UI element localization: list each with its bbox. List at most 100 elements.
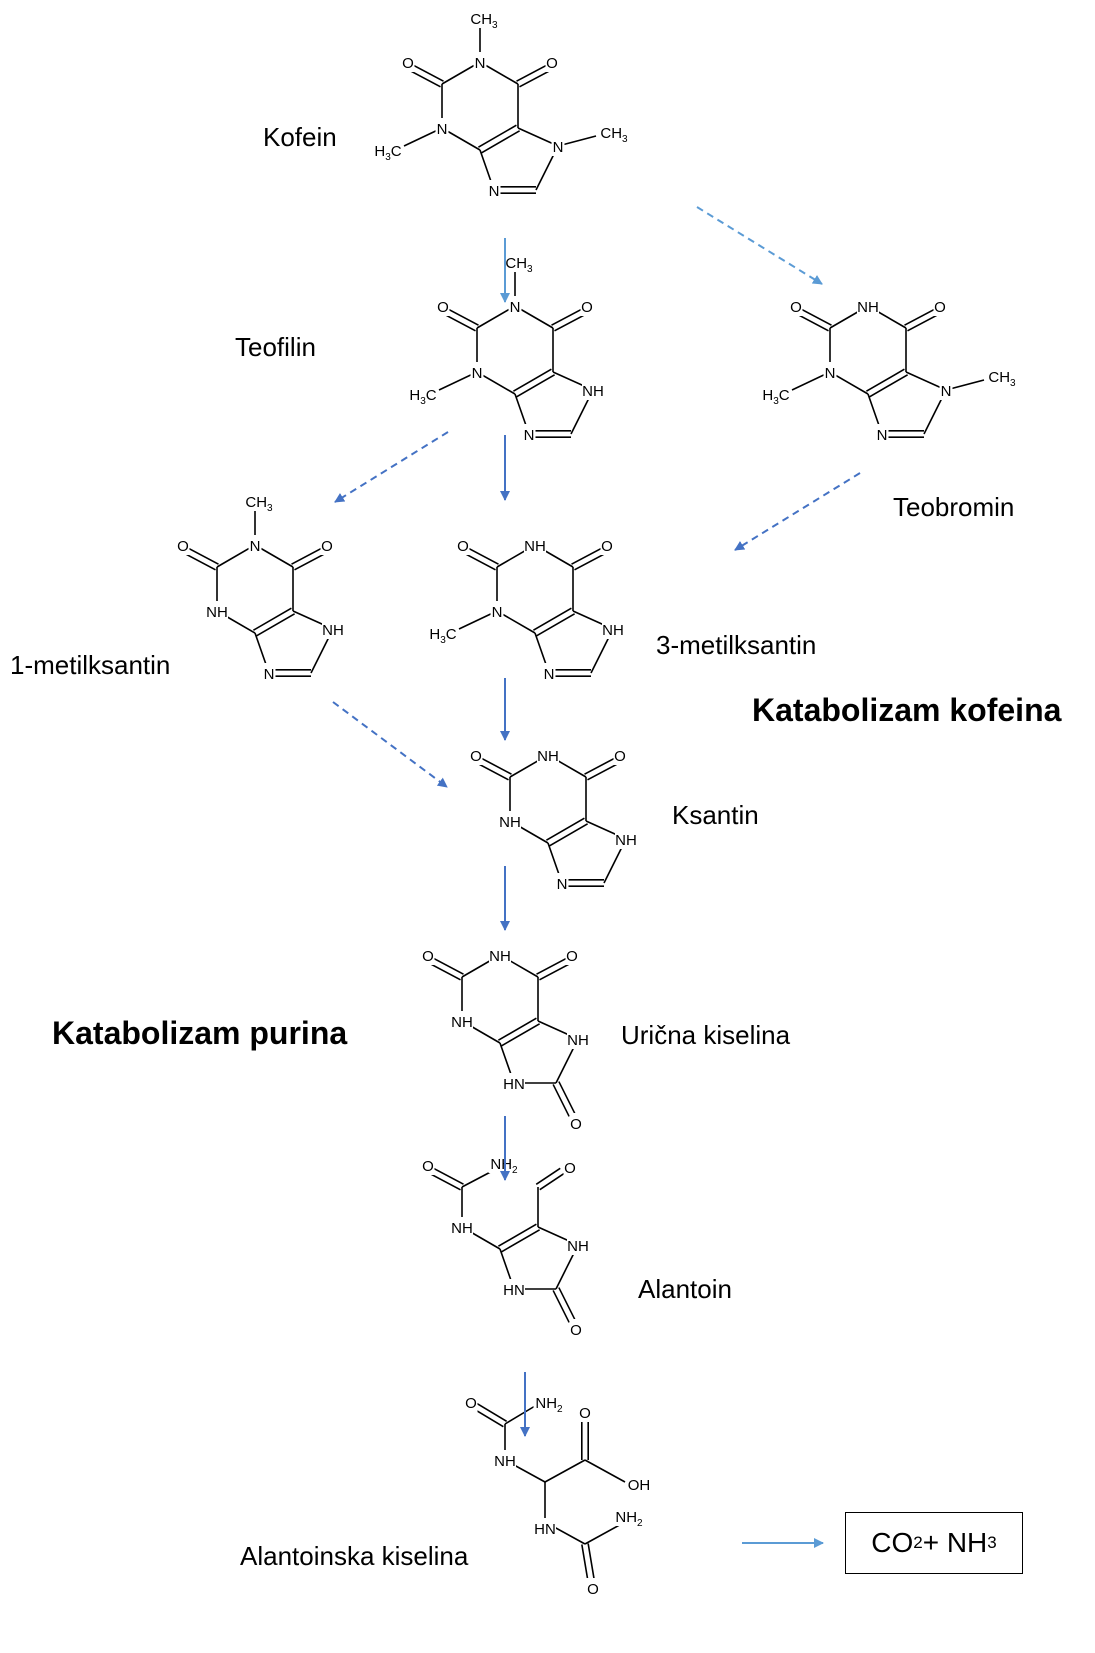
double-bond-line [184,545,219,565]
atom-label-subscript: 3 [622,134,628,145]
atom-label-bg [555,873,569,893]
atom-label: O [470,748,482,765]
atom-label: O [564,1160,576,1177]
atom-label: H3C [762,387,789,407]
atom-label-bg [401,52,415,72]
atom-label: HN [503,1282,525,1299]
atom-label-bg [427,623,459,643]
double-bond-line [587,1543,595,1580]
double-bond-line [532,607,572,631]
atom-label-subscript: 3 [527,264,533,275]
atom-label: N [544,666,555,683]
atom-label-bg [503,1279,525,1299]
bond-line [584,1459,626,1483]
atom-label: CH3 [470,11,498,31]
bond-line [905,371,947,391]
atom-label-bg [567,1235,589,1255]
atom-label-bg [456,535,470,555]
atom-label-bg [789,296,803,316]
atom-label: O [437,299,449,316]
atom-label: N [264,666,275,683]
atom-label: NH [322,622,344,639]
atom-label: O [422,948,434,965]
atom-label: N [941,383,952,400]
atom-label-bg [600,535,614,555]
atom-label-bg [522,424,536,444]
atom-label: NH2 [535,1395,563,1415]
atom-label: NH [524,538,546,555]
atom-label: N [510,299,521,316]
atom-label-bg [248,535,262,555]
atom-label: O [934,299,946,316]
atom-label: N [524,427,535,444]
atom-label-bg [857,296,879,316]
label-alantoin: Alantoin [638,1274,732,1304]
atom-label: O [402,55,414,72]
atom-label-bg [494,1450,516,1470]
atom-label-subscript: 3 [267,503,273,514]
atom-label-bg [578,1402,592,1422]
atom-label: N [825,365,836,382]
atom-label-bg [569,1113,583,1133]
atom-label-bg [499,811,521,831]
atom-label: O [790,299,802,316]
double-bond-line [516,62,551,82]
double-bond-line [444,306,479,326]
atom-label-bg [551,136,565,156]
atom-label-bg [598,122,630,142]
double-bond-line [797,306,832,326]
atom-label: O [465,1395,477,1412]
double-bond-line [536,613,576,637]
atom-label-bg [468,8,500,28]
arrow-teobromin-3-metilksantin [734,472,861,551]
label-uricna-kiselina: Urična kiselina [621,1020,791,1050]
atom-label-subscript: 2 [557,1404,563,1415]
atom-label-bg [508,296,522,316]
atom-label-bg [206,601,228,621]
double-bond-line [535,1167,561,1186]
label-1-metilksantin: 1-metilksantin [10,650,171,680]
atom-label: O [422,1158,434,1175]
atom-label: NH [206,604,228,621]
atom-label: O [581,299,593,316]
title-katabolizam-purina: Katabolizam purina [52,1015,348,1051]
atom-label-subscript: 3 [385,152,391,163]
double-bond-line [571,545,606,565]
double-bond-line [497,1017,537,1041]
double-bond-line [477,755,512,775]
atom-label: O [566,948,578,965]
atom-label-bg [421,945,435,965]
atom-label: N [437,121,448,138]
atom-label-bg [534,1518,556,1538]
double-bond-line [545,817,585,841]
double-bond-line [429,955,464,975]
atom-label: NH [489,948,511,965]
atom-label-bg [542,663,556,683]
atom-label-bg [586,1578,600,1598]
atom-label-bg [986,366,1018,386]
atom-label: NH [602,622,624,639]
arrow-teofilin-1-metilksantin [334,431,449,503]
double-bond-line [501,1023,541,1047]
atom-label-bg [436,296,450,316]
double-bond-line [477,124,517,148]
label-kofein: Kofein [263,122,337,152]
atom-label-bg [176,535,190,555]
atom-label: NH [499,814,521,831]
double-bond-line [536,955,571,975]
atom-label-subscript: 3 [492,20,498,31]
atom-label-bg [567,1029,589,1049]
atom-label: N [557,876,568,893]
atom-label-bg [628,1474,650,1494]
label-ksantin: Ksantin [672,800,759,830]
atom-label-bg [613,1506,645,1526]
double-bond-line [252,607,292,631]
double-bond-line [552,1290,570,1323]
atom-label-bg [580,296,594,316]
double-bond-line [464,545,499,565]
